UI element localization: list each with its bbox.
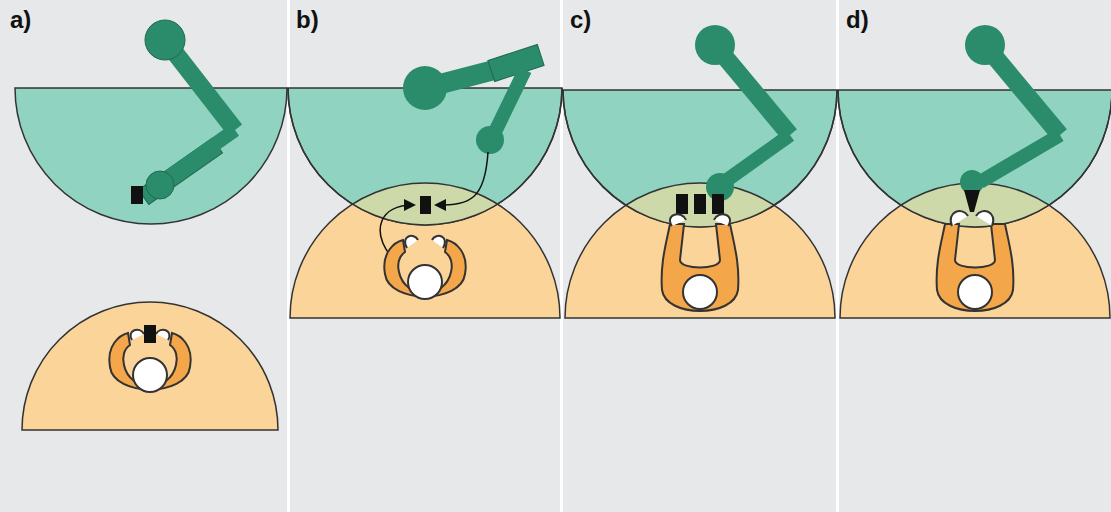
panel-label: a) <box>10 6 31 34</box>
panel-label: b) <box>296 6 319 34</box>
panel-label: c) <box>570 6 591 34</box>
panel-label: d) <box>846 6 869 34</box>
